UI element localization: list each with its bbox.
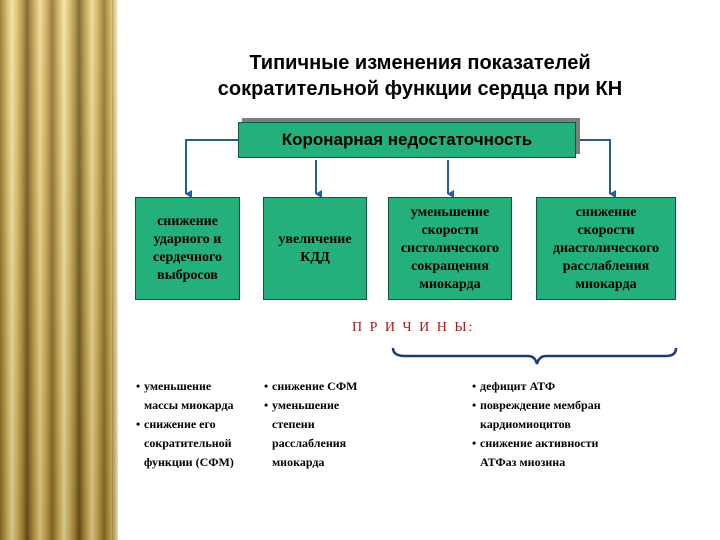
causes-column-1: уменьшение массы миокарда снижение его с… xyxy=(136,377,256,472)
title-line-2: сократительной функции сердца при КН xyxy=(217,78,623,100)
box-edp: увеличение КДД xyxy=(263,197,367,300)
root-box-coronary-insufficiency: Коронарная недостаточность xyxy=(238,122,576,158)
cause-item: уменьшение массы миокарда xyxy=(136,377,256,415)
root-box-label: Коронарная недостаточность xyxy=(281,130,533,149)
title-line-1: Типичные изменения показателей xyxy=(249,52,591,74)
cause-item: снижение активности АТФаз миозина xyxy=(472,434,632,472)
cause-item: снижение СФМ xyxy=(264,377,384,396)
cause-item: дефицит АТФ xyxy=(472,377,632,396)
cause-item: повреждение мембран кардиомиоцитов xyxy=(472,396,632,434)
cause-item: снижение его сократительной функции (СФМ… xyxy=(136,415,256,472)
decorative-side-band xyxy=(0,0,118,540)
connector-left xyxy=(185,139,238,198)
box-diastolic-relaxation: снижение скорости диастолического рассла… xyxy=(536,197,676,300)
curly-brace xyxy=(391,347,678,365)
causes-column-3: дефицит АТФ повреждение мембран кардиоми… xyxy=(472,377,632,472)
causes-column-2: снижение СФМ уменьшение степени расслабл… xyxy=(264,377,384,472)
cause-item: уменьшение степени расслабления миокарда xyxy=(264,396,384,472)
connector-right xyxy=(576,139,616,198)
slide-title: Типичные изменения показателей сократите… xyxy=(140,50,700,102)
box-systolic-contraction: уменьшение скорости систолического сокра… xyxy=(388,197,512,300)
box-cardiac-output: снижение ударного и сердечного выбросов xyxy=(135,197,240,300)
causes-heading: П Р И Ч И Н Ы: xyxy=(352,320,475,335)
